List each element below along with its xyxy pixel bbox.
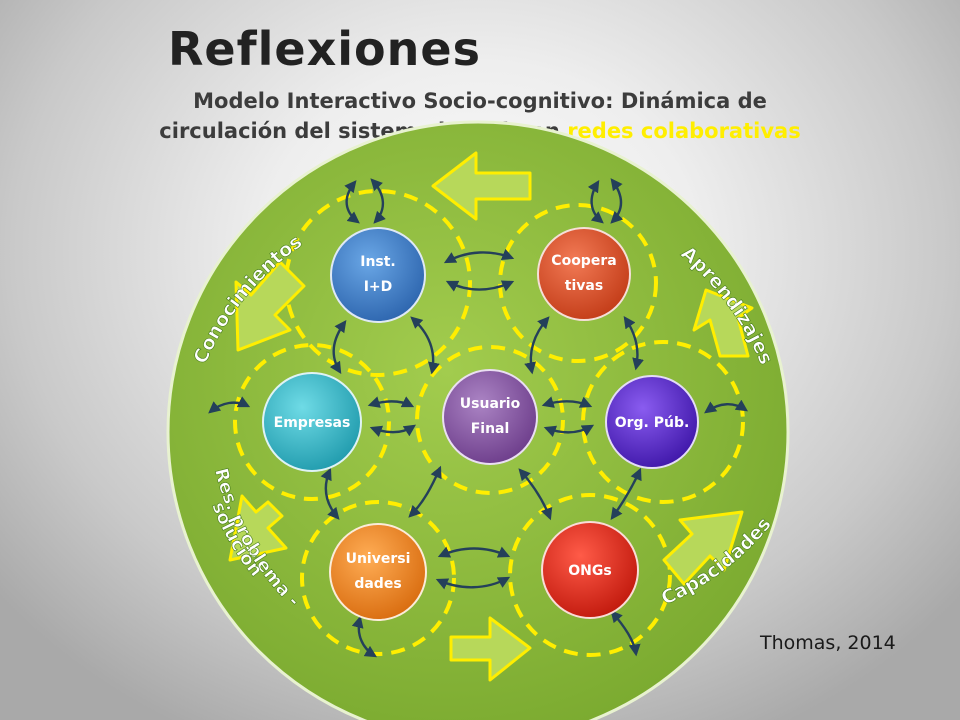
node-ongs: ONGs (541, 521, 639, 619)
page-title: Reflexiones (168, 22, 481, 76)
node-orgpub: Org. Púb. (605, 375, 699, 469)
node-inst: Inst. I+D (330, 227, 426, 323)
node-orgpub-line1: Org. Púb. (615, 415, 690, 431)
connector-arrow (610, 467, 642, 520)
node-usuario-circle (442, 369, 538, 465)
node-univ: Universi dades (329, 523, 427, 621)
connector-arrow (541, 396, 593, 408)
dashed-ring-usuario (415, 345, 565, 495)
connector-arrow (435, 576, 511, 590)
connector-arrow (370, 178, 386, 224)
node-usuario: Usuario Final (442, 369, 538, 465)
big-arrow-right (449, 616, 532, 682)
node-coop-circle (537, 227, 631, 321)
big-arrow-left (431, 151, 532, 221)
big-arrow-down-left (234, 260, 306, 352)
node-empresas: Empresas (262, 372, 362, 472)
connector-arrow (320, 467, 340, 520)
big-arrow-up-right-lower (662, 510, 744, 586)
node-coop-line1: Coopera (551, 253, 616, 269)
connector-arrow (408, 465, 442, 518)
connector-arrow (443, 248, 515, 264)
node-inst-line2: I+D (364, 279, 393, 295)
node-univ-circle (329, 523, 427, 621)
connector-arrow (445, 280, 515, 292)
node-inst-circle (330, 227, 426, 323)
big-arrow-down-left-lower (228, 494, 288, 562)
connector-arrow (587, 179, 604, 224)
connector-arrow (410, 316, 440, 375)
connector-arrow (610, 610, 641, 657)
big-arrow-up-right (692, 288, 754, 358)
node-inst-line1: Inst. (360, 254, 396, 270)
connector-arrow (623, 316, 644, 371)
connector-arrow (351, 615, 378, 658)
node-empresas-line1: Empresas (274, 415, 351, 431)
node-usuario-line1: Usuario (460, 396, 521, 412)
connector-arrow (344, 180, 360, 224)
citation-credit: Thomas, 2014 (760, 632, 896, 654)
subtitle-line-1: Modelo Interactivo Socio-cognitivo: Diná… (193, 89, 767, 113)
dashed-ring-coop (498, 203, 658, 363)
node-orgpub-circle (605, 375, 699, 469)
connector-arrow (518, 468, 553, 521)
connector-arrow (369, 424, 416, 437)
node-univ-line2: dades (354, 576, 401, 592)
node-univ-line1: Universi (346, 551, 411, 567)
connector-arrow (610, 178, 624, 224)
node-coop-line2: tivas (565, 278, 603, 294)
connector-arrow (367, 396, 415, 408)
connector-arrow (704, 399, 748, 414)
subtitle-highlight: redes colaborativas (567, 119, 801, 143)
dashed-ring-ongs (508, 493, 672, 657)
connector-arrow (437, 546, 511, 558)
connector-arrow (543, 424, 595, 437)
connector-arrow (208, 396, 251, 414)
node-usuario-line2: Final (471, 421, 510, 437)
dashed-ring-empresas (233, 343, 391, 501)
connector-arrow (329, 320, 347, 375)
connector-arrow (524, 316, 550, 375)
node-coop: Coopera tivas (537, 227, 631, 321)
dashed-ring-orgpub (581, 340, 745, 504)
node-ongs-circle (541, 521, 639, 619)
node-ongs-line1: ONGs (568, 563, 611, 579)
node-empresas-circle (262, 372, 362, 472)
